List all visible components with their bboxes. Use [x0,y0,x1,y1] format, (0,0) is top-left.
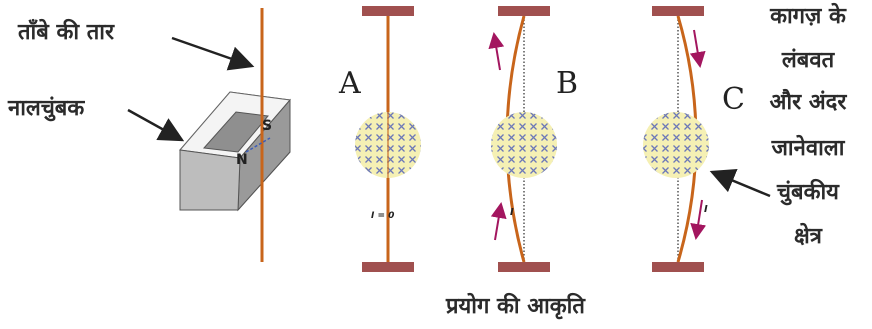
panel-b-letter: B [556,66,579,101]
panel-a-bottom-clamp [362,262,414,272]
field-label-line-4: जानेवाला [771,136,845,161]
pole-s-label: S [262,118,272,134]
panel-a-letter: A [339,66,361,101]
panel-c-current-arrow-top [689,29,706,68]
copper-wire-label: ताँबे की तार [18,20,114,45]
panel-c-top-clamp [652,6,704,16]
wire-pointer-arrow [171,36,255,71]
field-label-line-1: कागज़ के [770,4,846,29]
field-label-line-3: और अंदर [769,90,847,115]
field-label-line-6: क्षेत्र [794,224,822,249]
panel-a-current-label: I = 0 [371,211,394,221]
panel-b-field-crosses [491,112,557,178]
panel-b-current-arrow-top [488,32,505,71]
panel-a: I = 0 [355,6,421,272]
panel-b-current-arrow-bottom [490,202,507,241]
pole-n-label: N [236,152,248,168]
panel-b-current-label: I [510,207,514,218]
panel-c-current-label: I [704,204,708,215]
panel-b-top-clamp [498,6,550,16]
panel-c-bottom-clamp [652,262,704,272]
field-label-line-5: चुंबकीय [777,180,839,205]
panel-c-field-crosses [643,112,709,178]
magnet-pointer-arrow [127,108,185,142]
panel-a-top-clamp [362,6,414,16]
panel-c-current-arrow-bottom [690,199,707,240]
panel-b: I [488,6,557,272]
panel-b-bottom-clamp [498,262,550,272]
horseshoe-magnet-label: नालचुंबक [8,96,85,121]
horseshoe-magnet [179,91,291,212]
field-label-line-2: लंबवत [781,48,835,73]
panel-c-letter: C [722,82,745,117]
field-pointer-arrow [709,169,771,198]
figure-caption: प्रयोग की आकृति [446,294,585,319]
panel-c: I [643,6,709,272]
